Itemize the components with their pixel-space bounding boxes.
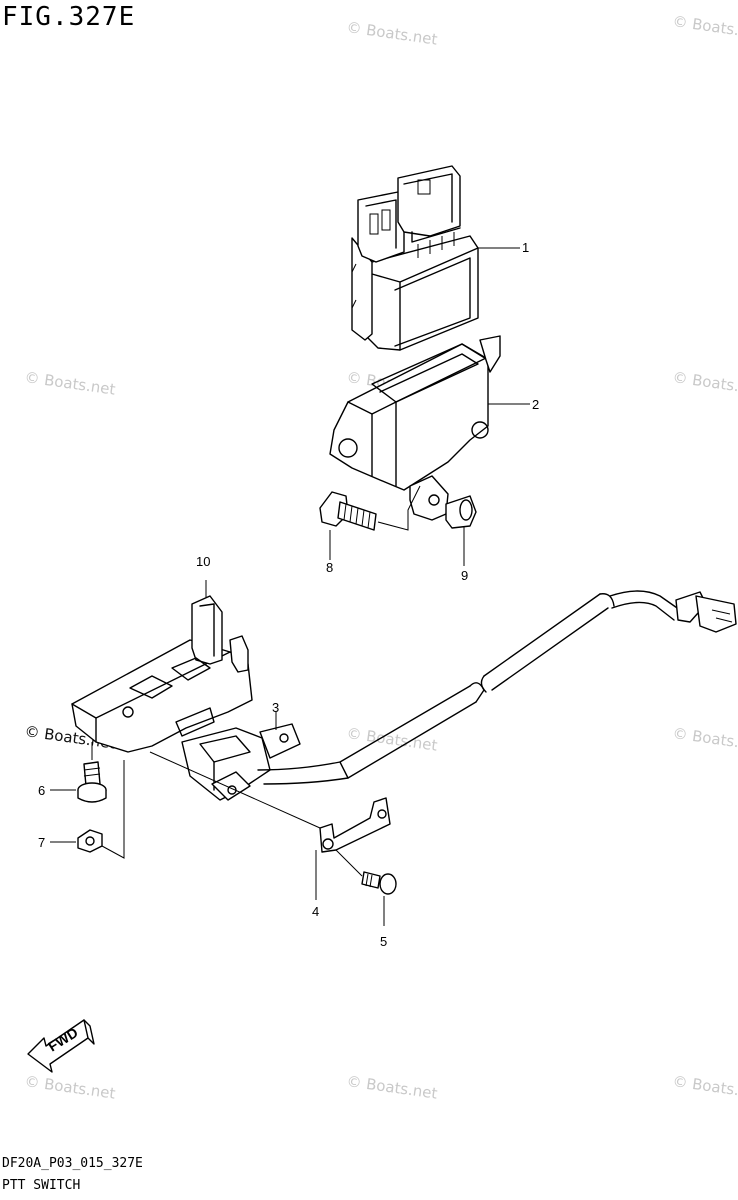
callout-8: 8 <box>326 560 333 575</box>
part-2-holder <box>329 335 501 521</box>
part-8-bolt <box>319 485 421 560</box>
callout-3: 3 <box>272 700 279 715</box>
watermark: © Boats.net <box>23 1072 116 1103</box>
callout-labels: 1 2 3 4 5 6 7 8 9 10 <box>38 240 539 949</box>
figure-title: FIG.327E <box>2 2 136 32</box>
leader-lines <box>478 247 530 405</box>
watermark: © Boats.net <box>345 1072 438 1103</box>
part-6-bolt <box>50 742 107 803</box>
callout-7: 7 <box>38 835 45 850</box>
callout-2: 2 <box>532 397 539 412</box>
part-3-switch <box>149 712 321 829</box>
callout-6: 6 <box>38 783 45 798</box>
callout-4: 4 <box>312 904 319 919</box>
watermark: © Boats.net <box>345 18 438 49</box>
watermark: © Boats.net <box>671 368 738 399</box>
part-9-collar <box>445 495 477 566</box>
watermark: © Boats.net <box>23 368 116 399</box>
cable-harness <box>257 590 737 785</box>
part-10-bracket <box>71 580 253 753</box>
part-1-relay <box>351 165 479 351</box>
callout-9: 9 <box>461 568 468 583</box>
part-5-screw <box>335 849 397 926</box>
part-4-plate <box>315 797 391 900</box>
callout-5: 5 <box>380 934 387 949</box>
callout-1: 1 <box>522 240 529 255</box>
fwd-arrow-icon: FWD <box>27 1019 95 1073</box>
part-7-nut <box>50 760 125 859</box>
watermark: © Boats.net <box>671 724 738 755</box>
figure-code: DF20A_P03_015_327E <box>2 1156 143 1171</box>
callout-10: 10 <box>196 554 210 569</box>
watermark: © Boats.net <box>671 1072 738 1103</box>
watermark: © Boats.net <box>671 12 738 43</box>
figure-caption: PTT SWITCH <box>2 1178 81 1193</box>
